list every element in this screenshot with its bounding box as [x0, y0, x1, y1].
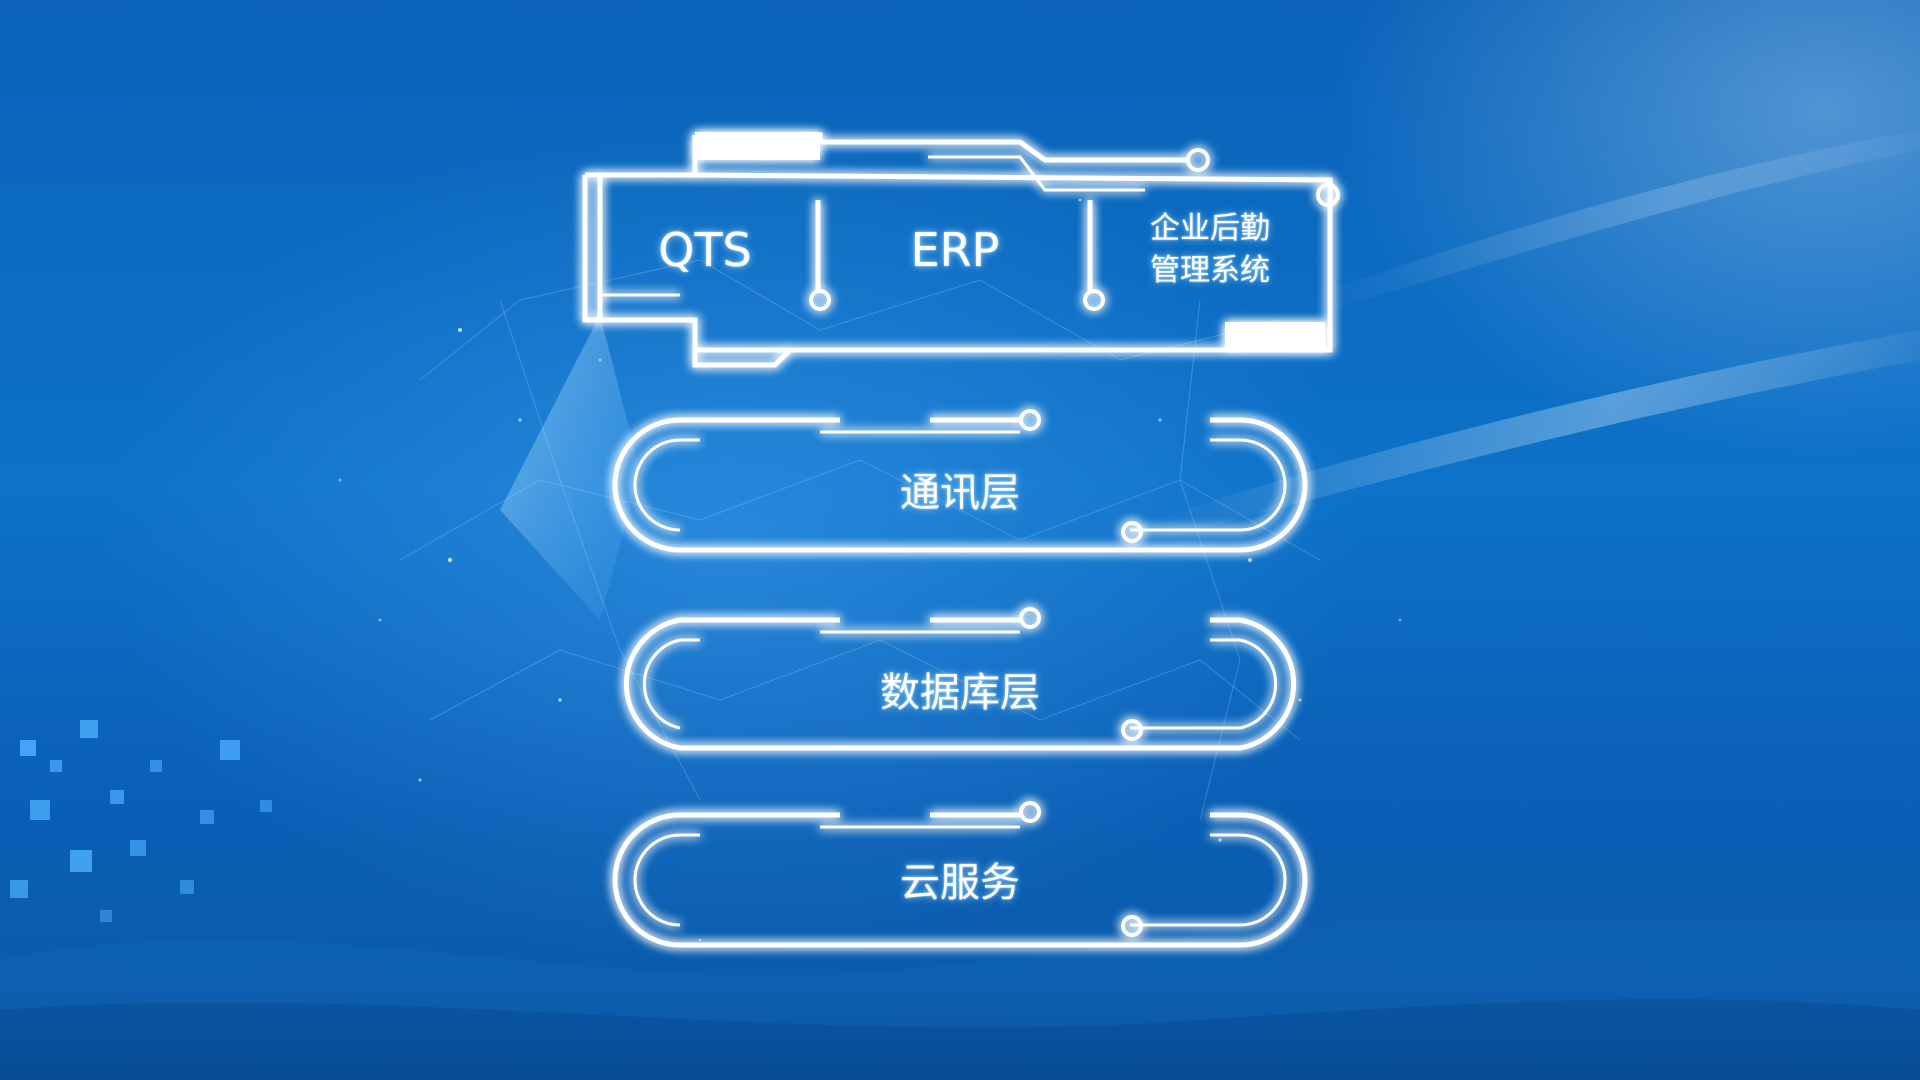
light-streak [1150, 330, 1920, 540]
wave-shape [0, 999, 1920, 1080]
frame-block [695, 132, 820, 160]
prism-shape [500, 315, 640, 620]
frame-block [1225, 322, 1325, 350]
pixel-cubes [10, 720, 272, 922]
connector-node [1121, 915, 1143, 937]
connector-node [1019, 801, 1041, 823]
module-label-logistics: 企业后勤 管理系统 [1150, 211, 1270, 288]
module-label-qts: QTS [658, 223, 752, 277]
connector-node [1019, 607, 1041, 629]
connector-node [1186, 148, 1210, 172]
sparkles [338, 148, 1402, 942]
layer-capsule-database [623, 607, 1297, 751]
light-streak [1300, 130, 1920, 315]
connector-node [1316, 183, 1340, 207]
layer-label-cloud: 云服务 [900, 860, 1020, 906]
layer-capsule-communication [612, 409, 1308, 553]
network-lines [399, 259, 1321, 821]
top-module-frame-top [585, 135, 698, 178]
top-module-frame-left [582, 175, 792, 368]
layer-label-communication: 通讯层 [900, 470, 1020, 516]
layer-label-database: 数据库层 [880, 670, 1040, 716]
connector-node [1121, 521, 1143, 543]
inner-line [928, 155, 1145, 192]
connector-node [1019, 409, 1041, 431]
connector-node [809, 289, 831, 311]
module-label-erp: ERP [910, 223, 1000, 277]
inner-line [598, 262, 680, 297]
connector-node [1083, 289, 1105, 311]
wave-shape [0, 906, 1920, 1080]
connector-node [1121, 719, 1143, 741]
layer-capsule-cloud [612, 801, 1308, 948]
